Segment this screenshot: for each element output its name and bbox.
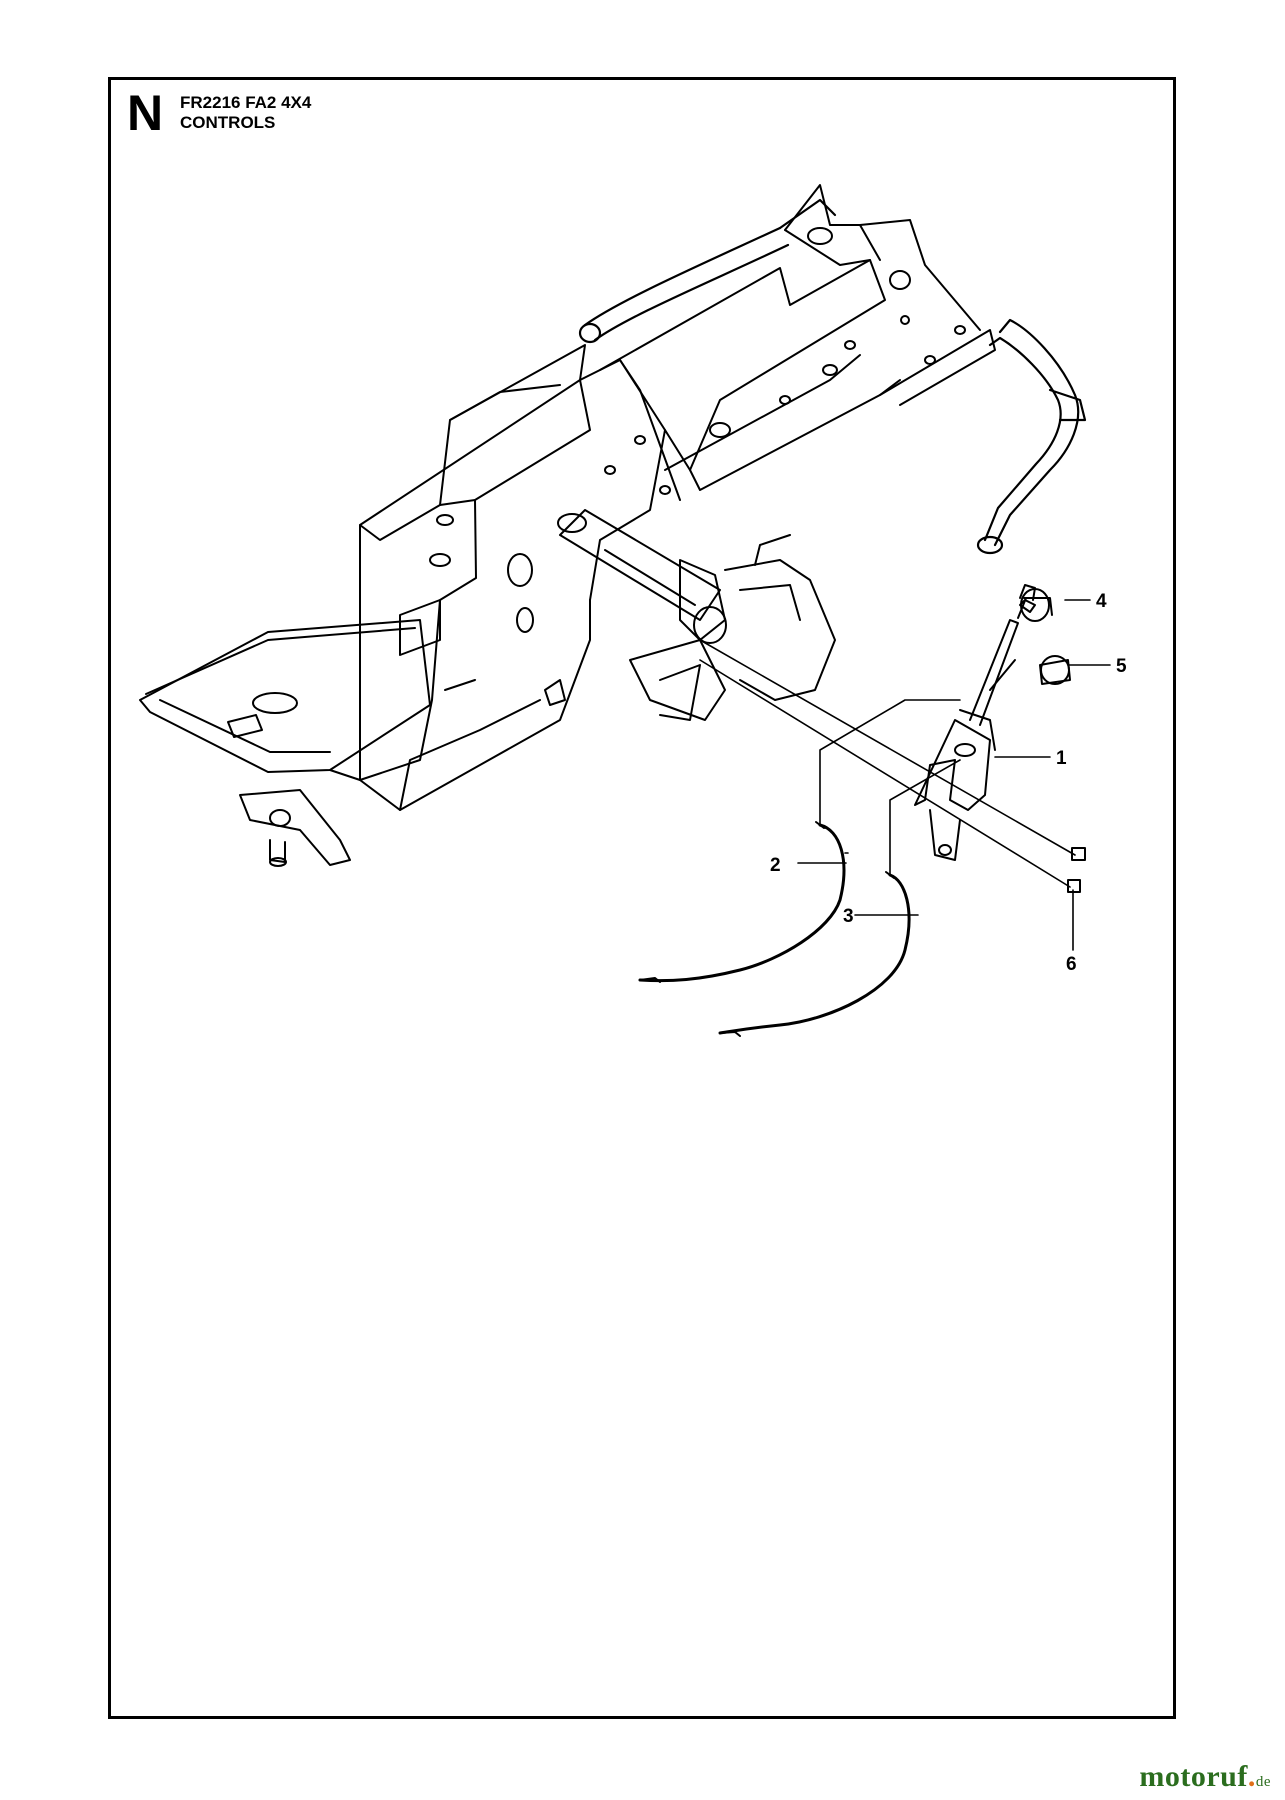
diagram-title: CONTROLS bbox=[180, 113, 276, 132]
callout-3: 3 bbox=[843, 906, 854, 927]
knob-4 bbox=[1019, 584, 1053, 622]
control-lever-assembly bbox=[914, 597, 1027, 861]
watermark-name: motoruf bbox=[1139, 1760, 1248, 1793]
mounting-screws bbox=[1067, 847, 1086, 893]
watermark-logo: motoruf.de bbox=[1139, 1760, 1271, 1793]
diagram-frame bbox=[108, 77, 1176, 1719]
watermark-tld: de bbox=[1255, 1774, 1271, 1790]
section-letter: N bbox=[127, 85, 164, 141]
diagram-header: FR2216 FA2 4X4 CONTROLS bbox=[180, 93, 311, 133]
callout-1: 1 bbox=[1056, 748, 1067, 769]
callout-2: 2 bbox=[770, 855, 781, 876]
knob-5 bbox=[1039, 655, 1071, 685]
chassis-frame bbox=[139, 184, 996, 867]
callout-5: 5 bbox=[1116, 656, 1127, 677]
model-name: FR2216 FA2 4X4 bbox=[180, 93, 312, 112]
cable-2 bbox=[638, 821, 846, 983]
handle-bars bbox=[578, 198, 1087, 555]
leader-lines bbox=[699, 599, 1111, 951]
callout-6: 6 bbox=[1066, 954, 1077, 975]
callout-4: 4 bbox=[1096, 591, 1107, 612]
cable-3 bbox=[718, 871, 911, 1037]
